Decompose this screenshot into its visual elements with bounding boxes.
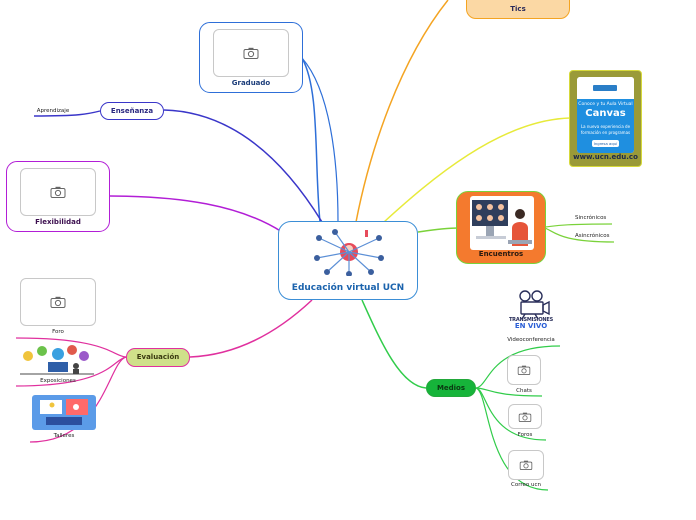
subtopic-videoconferencia[interactable]: Videoconferencia [507,337,555,343]
subtopic-asincronicos[interactable]: Asincrónicos [575,233,610,239]
subtopic-foro[interactable]: Foro [52,329,64,335]
talleres-illustration [32,395,96,430]
ucn-logo [593,85,617,91]
connector-graduado [301,57,321,223]
subtopic-chats[interactable]: Chats [516,388,532,394]
foros-image-placeholder [508,404,542,429]
connector-aprendizaje [33,110,101,117]
topic-canvas[interactable]: Conoce y tu Aula Virtual Canvas La nueva… [569,70,642,167]
canvas-ad-line2: La nueva experiencia de [580,124,631,129]
connector-tics [355,0,449,223]
topic-ensenanza[interactable]: Enseñanza [100,102,164,120]
topic-flexibilidad[interactable]: Flexibilidad [6,161,110,232]
subtopic-foros[interactable]: Foros [517,432,533,438]
connector-medios [361,299,427,389]
connector-talleres [29,356,127,443]
connector-correo [475,387,549,491]
subtopic-sincronicos[interactable]: Sincrónicos [575,215,607,221]
canvas-ad-body: Conoce y tu Aula Virtual Canvas La nueva… [577,99,634,153]
connector-chats [475,387,543,397]
subtopic-aprendizaje[interactable]: Aprendizaje [36,108,70,114]
connector-flexibilidad [109,195,283,233]
canvas-ad-card: Conoce y tu Aula Virtual Canvas La nueva… [577,77,634,153]
image-placeholder [20,168,96,216]
connector-sincronicos [544,223,613,228]
topic-medios[interactable]: Medios [426,379,476,397]
camera-icon [50,296,66,308]
subtopic-talleres[interactable]: Talleres [53,433,75,439]
topic-encuentros[interactable]: Encuentros [456,191,546,264]
central-topic[interactable]: Educación virtual UCN [278,221,418,300]
subtopic-exposiciones[interactable]: Exposiciones [40,378,76,384]
camera-icon [243,47,259,59]
exposiciones-illustration [20,345,94,375]
central-topic-title: Educación virtual UCN [291,283,405,293]
canvas-ad-line1: Conoce y tu Aula Virtual [578,102,633,107]
canvas-ad-header [577,77,634,97]
connector-asincronicos [544,227,615,243]
transmisiones-line1: TRANSMISIONES [508,317,554,323]
topic-graduado[interactable]: Graduado [199,22,303,93]
connector-videoconferencia [475,345,561,389]
subtopic-correo[interactable]: Correo ucn [510,482,541,488]
video-meeting-illustration [470,196,534,250]
canvas-ad-badge: Ingresa aquí [592,140,619,147]
camera-icon [50,186,66,198]
connector-evaluacion [189,299,313,358]
topic-evaluacion[interactable]: Evaluación [126,348,190,367]
correo-image-placeholder [508,450,544,480]
topic-graduado-label: Graduado [231,79,271,87]
image-placeholder [213,29,289,77]
transmisiones-line2: EN VIVO [514,322,548,330]
connector-graduado-2 [301,57,339,223]
topic-flexibilidad-label: Flexibilidad [35,218,81,226]
chats-image-placeholder [507,355,541,385]
topic-tics-label: Tics [510,5,526,13]
topic-encuentros-label: Encuentros [478,250,524,258]
connector-ensenanza [163,109,323,223]
live-broadcast-icon [519,290,550,320]
camera-icon [518,412,532,422]
connector-canvas [383,117,571,223]
connector-encuentros [417,227,459,233]
topic-canvas-label: www.ucn.edu.co [573,153,638,161]
camera-icon [517,365,531,375]
connector-foro [15,337,127,358]
connector-exposiciones [15,356,127,387]
network-people-icon [314,229,384,276]
canvas-ad-line3: formación en programas [580,130,631,135]
topic-tics[interactable]: Tics [466,0,570,19]
camera-icon [519,460,533,470]
canvas-ad-brand: Canvas [585,108,626,119]
foro-image-placeholder [20,278,96,326]
